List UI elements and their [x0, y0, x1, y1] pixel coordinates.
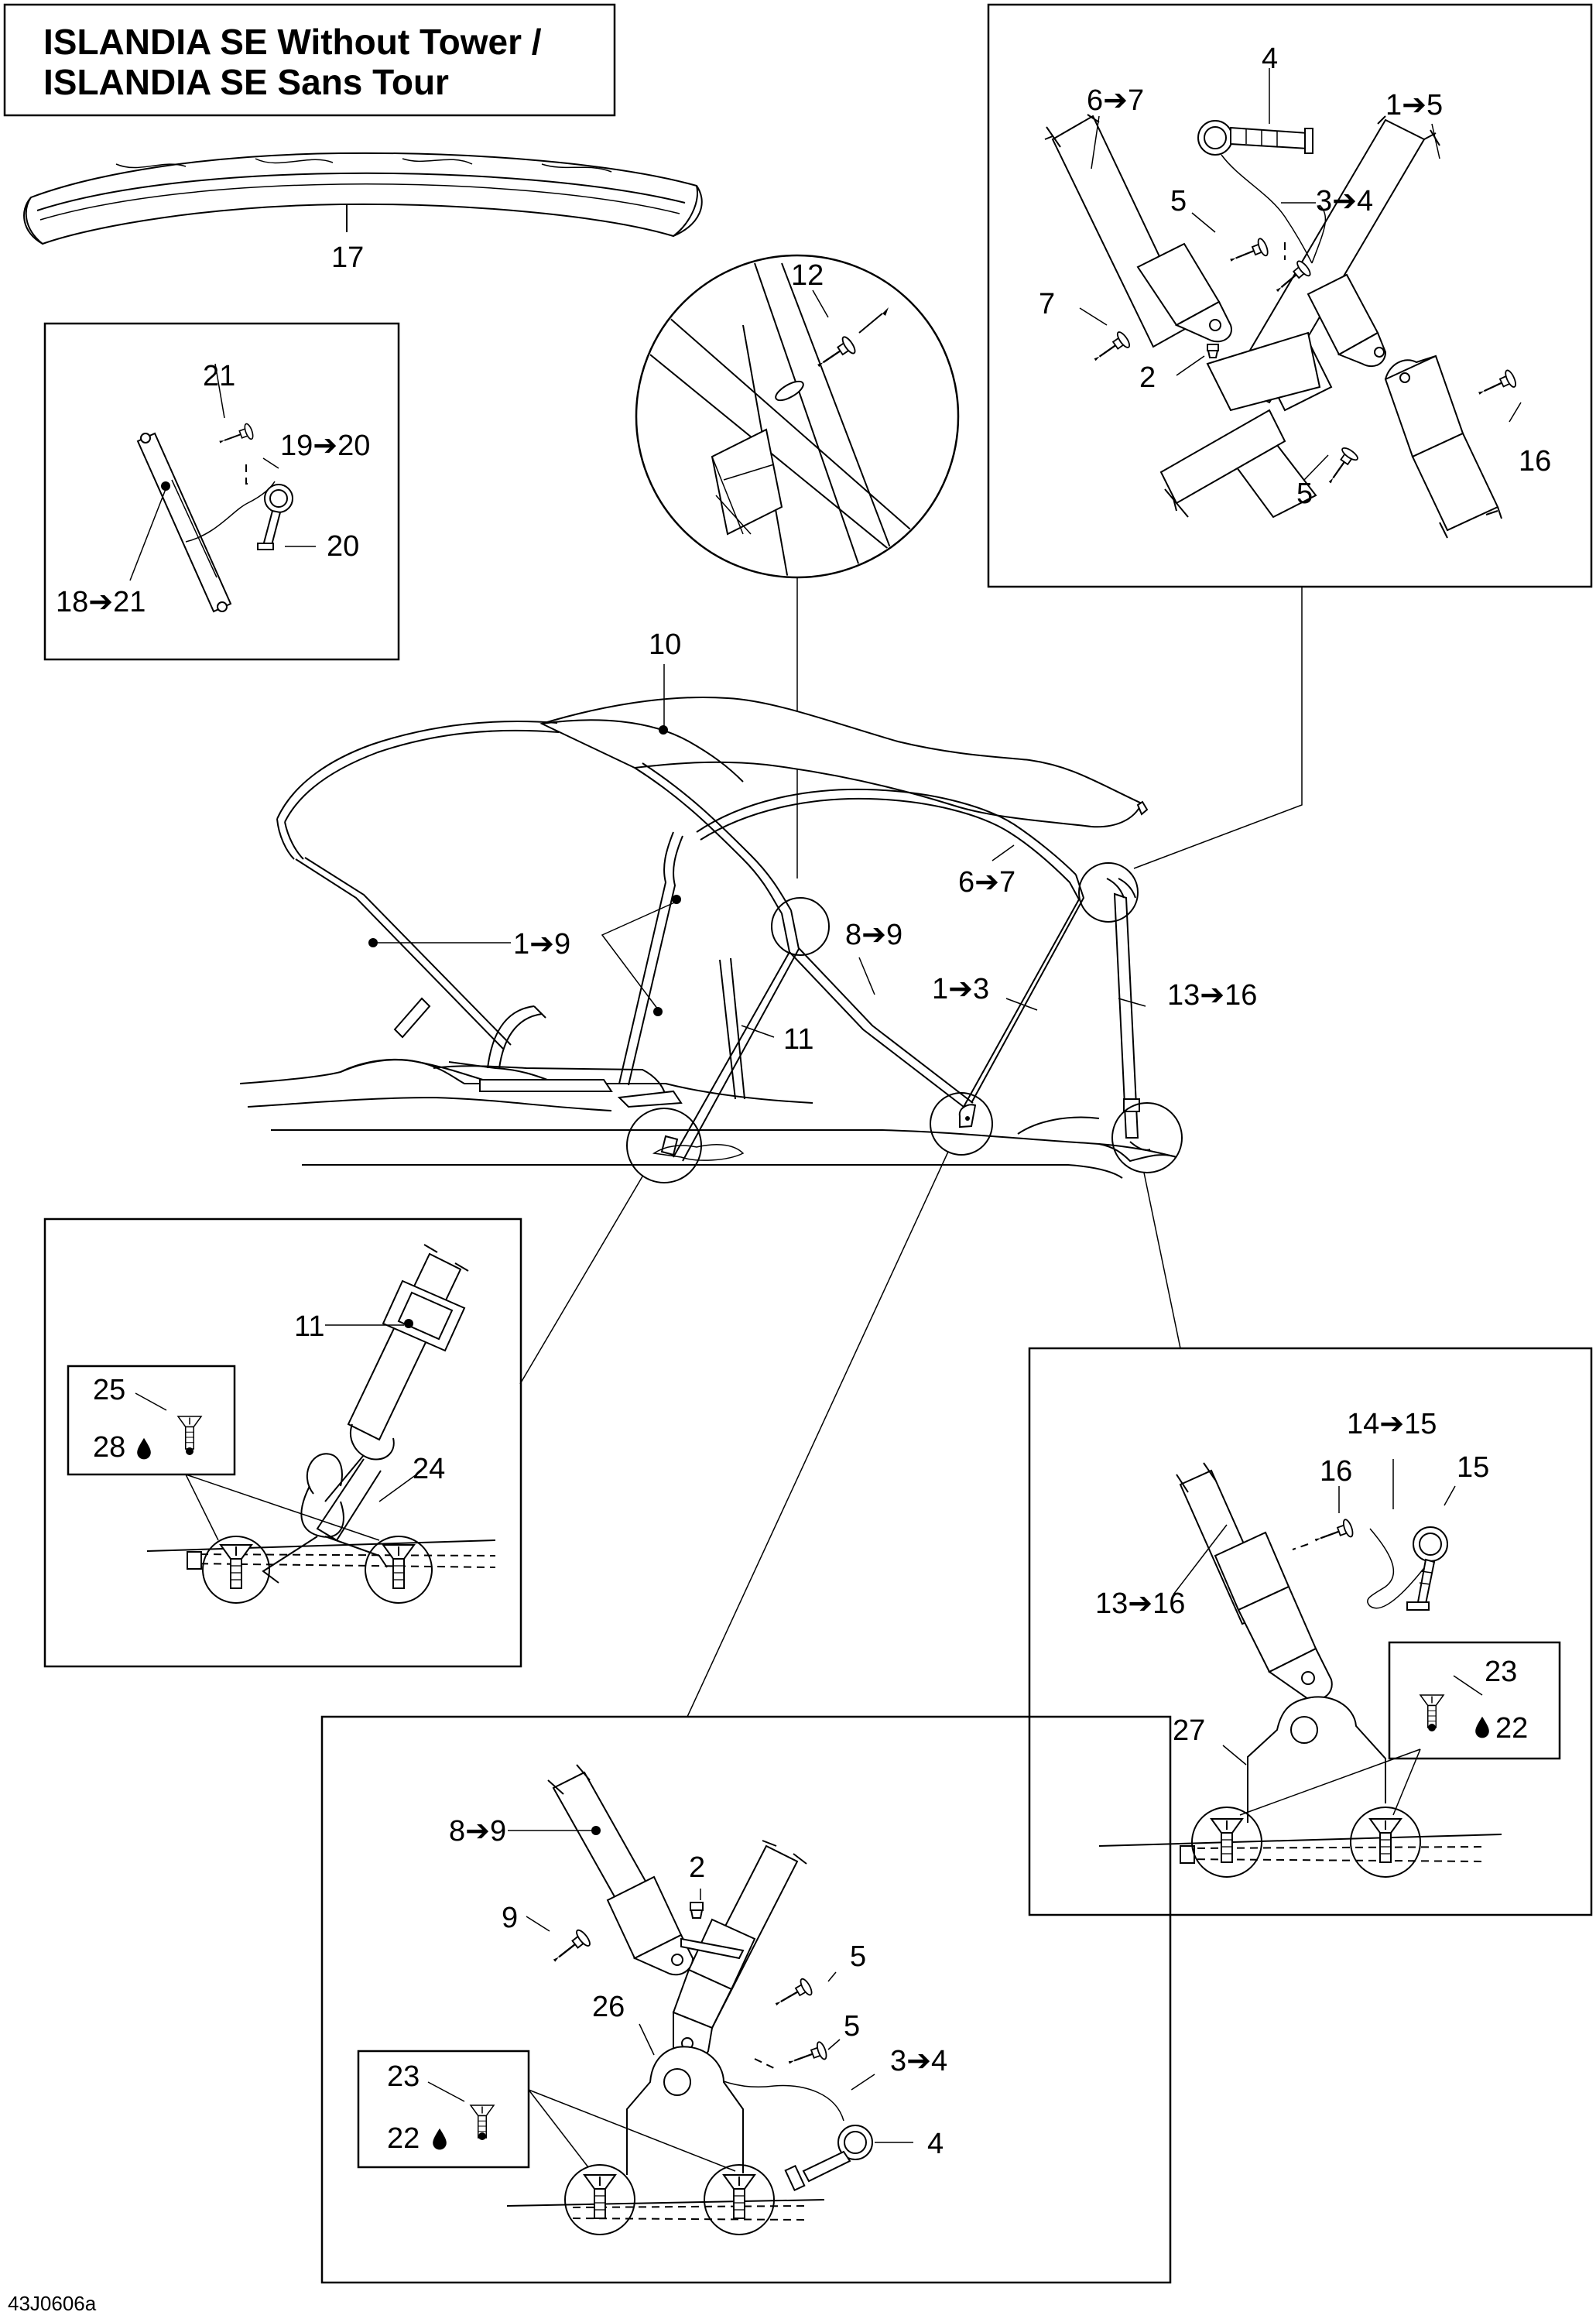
- label-6-7-main: 6➔7: [958, 866, 1015, 899]
- label-23-right: 23: [1485, 1656, 1517, 1688]
- label-9: 9: [502, 1902, 518, 1934]
- label-15: 15: [1457, 1451, 1489, 1484]
- label-5-top-b: 5: [1296, 478, 1313, 510]
- label-4-top: 4: [1262, 43, 1278, 75]
- label-1-9: 1➔9: [513, 928, 570, 961]
- label-22-right: 22: [1495, 1712, 1528, 1745]
- reference-code: 43J0606a: [8, 2292, 97, 2315]
- detail-box-rear-mount: 14➔15 16 15 13➔16 23 22 27: [1028, 1347, 1593, 1916]
- label-26: 26: [592, 1991, 625, 2023]
- title-line-2: ISLANDIA SE Sans Tour: [43, 62, 449, 102]
- label-21: 21: [203, 360, 235, 392]
- label-8-9-bottom: 8➔9: [449, 1815, 506, 1848]
- label-14-15: 14➔15: [1347, 1408, 1437, 1440]
- label-27: 27: [1173, 1714, 1205, 1747]
- detail-box-hinge-top: 4 6➔7 1➔5 5 3➔4 7 2 16 5: [987, 3, 1593, 588]
- label-11-main: 11: [783, 1023, 813, 1056]
- label-17: 17: [331, 241, 364, 274]
- title-box: ISLANDIA SE Without Tower / ISLANDIA SE …: [3, 3, 616, 117]
- label-3-4-bottom: 3➔4: [890, 2045, 947, 2077]
- label-19-20: 19➔20: [280, 430, 370, 462]
- label-2-top: 2: [1139, 361, 1156, 394]
- label-5-bottom-a: 5: [850, 1940, 866, 1973]
- label-12: 12: [791, 259, 824, 292]
- label-13-16-main: 13➔16: [1167, 979, 1257, 1012]
- label-22-bottom: 22: [387, 2122, 420, 2155]
- label-3-4-top: 3➔4: [1316, 185, 1373, 217]
- main-canopy-assembly: 10 6➔7 1➔9 8➔9 1➔3 13➔16 11: [239, 628, 1257, 1183]
- label-11-detail: 11: [294, 1310, 324, 1343]
- label-8-9-main: 8➔9: [845, 919, 902, 951]
- label-20: 20: [327, 530, 359, 563]
- label-5-bottom-b: 5: [844, 2010, 860, 2043]
- label-7: 7: [1039, 288, 1055, 320]
- detail-box-strap: 21 19➔20 20 18➔21: [43, 322, 400, 661]
- label-1-5: 1➔5: [1385, 89, 1443, 122]
- label-18-21: 18➔21: [56, 586, 146, 618]
- canopy-boot-part-17: 17: [23, 152, 703, 274]
- label-4-bottom: 4: [927, 2128, 944, 2160]
- label-10: 10: [649, 628, 681, 661]
- label-13-16-right: 13➔16: [1095, 1587, 1185, 1620]
- label-2-bottom: 2: [689, 1851, 705, 1884]
- label-5-top-a: 5: [1170, 185, 1187, 217]
- detail-box-front-mount: 8➔9 2 9 5 26 5 3➔4 23 22 4: [320, 1715, 1172, 2284]
- detail-circle-pin-12: 12: [635, 254, 960, 579]
- label-25: 25: [93, 1374, 125, 1406]
- title-line-1: ISLANDIA SE Without Tower /: [43, 22, 542, 62]
- label-6-7-top: 6➔7: [1087, 84, 1144, 117]
- label-23-bottom: 23: [387, 2060, 420, 2093]
- label-1-3: 1➔3: [932, 973, 989, 1005]
- label-24: 24: [413, 1453, 445, 1485]
- label-28: 28: [93, 1431, 125, 1464]
- detail-box-strap-mount: 11 25 28 24: [43, 1218, 522, 1668]
- label-16-top: 16: [1519, 445, 1551, 478]
- label-16-right: 16: [1320, 1455, 1352, 1488]
